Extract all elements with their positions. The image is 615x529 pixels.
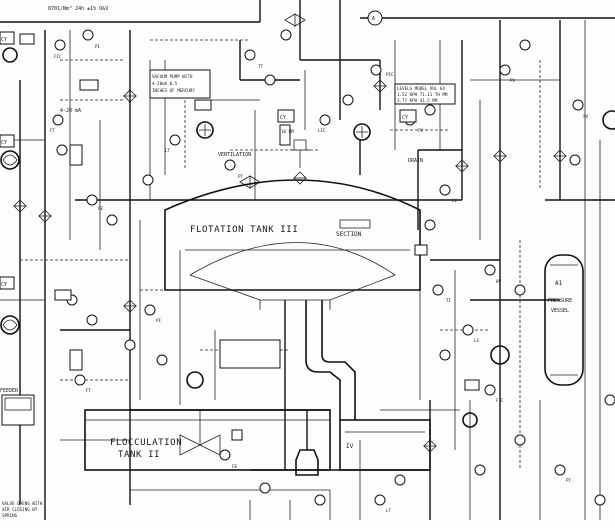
instrument-tag: LS: [474, 338, 480, 343]
instrument-tag: FT: [86, 388, 92, 393]
instrument-tag: LT: [386, 508, 392, 513]
flotation-tank-label: FLOTATION TANK III: [190, 225, 298, 235]
section-label: SECTION: [336, 231, 362, 238]
instrument-tag: PT: [566, 478, 572, 483]
cy-center: CY: [280, 115, 286, 121]
pressure-vessel-label-3: VESSEL: [551, 308, 569, 314]
instrument-tag: PT: [238, 174, 244, 179]
vacuum-note-3: INCHES OF MERCURY: [152, 88, 195, 93]
cy-left-top: CY: [1, 37, 7, 43]
level-note-2: 1.52 KPH 71.11 TH MM: [397, 92, 448, 97]
basin-iv-label: IV: [346, 443, 354, 450]
feeder-label: FEEDER: [0, 388, 19, 394]
cy-left-mid: CY: [1, 140, 7, 146]
signal-range-label: 4-20 mA: [60, 108, 81, 114]
instrument-tag: PI: [156, 318, 162, 323]
instrument-tag: XV: [583, 114, 589, 119]
instrument-tag: FIC: [496, 398, 504, 403]
level-note-3: 3.77 KPH 41.5 MM: [397, 98, 438, 103]
basin-iv: IV: [339, 419, 431, 471]
flotation-tank: FLOTATION TANK III SECTION: [164, 139, 421, 310]
flocculation-tank: FLOCCULATION TANK II: [84, 409, 331, 471]
connector-a: A: [367, 10, 383, 26]
instrument-tag: FE: [98, 206, 104, 211]
instrument-tag: FE: [232, 464, 238, 469]
valve-note-2: AIR CLOSING BY: [2, 507, 38, 512]
instrument-boxes: [1, 33, 480, 441]
central-downcomer: [284, 300, 356, 476]
instrument-balloons: [52, 29, 615, 506]
text-notes: 8701/Nm³ 24h ±1% O&V 4-20 mA VACUUM PUMP…: [0, 6, 448, 518]
valves: [13, 13, 567, 453]
drain-label: DRAIN: [408, 158, 423, 164]
instrument-tag: LT: [165, 148, 171, 153]
instrument-tag: FT: [50, 128, 56, 133]
ventilation-label: VENTILATION: [218, 152, 251, 158]
cy-right: CY: [402, 115, 408, 121]
flocculation-tank-label-1: FLOCCULATION: [110, 438, 182, 448]
instrument-tag: PI: [95, 44, 101, 49]
branch-lines: [0, 20, 601, 520]
instrument-tag: FIC: [54, 54, 62, 59]
pumps: [0, 47, 615, 428]
rm-label: 10 RM: [281, 129, 294, 134]
vacuum-note-2: 4-20mA 0.5: [152, 81, 178, 86]
cy-relays: CY CY CY CY CY: [0, 31, 417, 290]
pressure-vessel-label-1: A1: [555, 280, 563, 287]
flow-spec-note: 8701/Nm³ 24h ±1% O&V: [48, 6, 108, 12]
instrument-tag: PIC: [386, 72, 394, 77]
pressure-vessel: A1 PRESSURE VESSEL: [544, 254, 584, 386]
flocculation-tank-label-2: TANK II: [118, 450, 160, 460]
connector-a-label: A: [372, 16, 375, 22]
vacuum-note-1: VACUUM PUMP WITH: [152, 74, 193, 79]
instrument-tag: TI: [446, 298, 452, 303]
instrument-tag: LV: [452, 198, 458, 203]
level-note-1: LEVELS MODEL VOL 64: [397, 86, 445, 91]
instrument-tag: LIC: [318, 128, 326, 133]
cy-left-low: CY: [1, 282, 7, 288]
instrument-tag: PV: [510, 78, 516, 83]
valve-note-1: VALVE OPENS WITH: [2, 501, 43, 506]
instrument-tag: FV: [418, 128, 424, 133]
valve-note-3: SPRING: [2, 513, 18, 518]
instrument-tags: FIC PI FT FE LT PT TT LIC PIC FV LV PV XV HV TI LS FIC PI…: [50, 44, 589, 513]
pressure-vessel-label-2: PRESSURE: [548, 298, 572, 304]
instrument-tag: TT: [258, 64, 264, 69]
instrument-tag: HV: [496, 279, 502, 284]
